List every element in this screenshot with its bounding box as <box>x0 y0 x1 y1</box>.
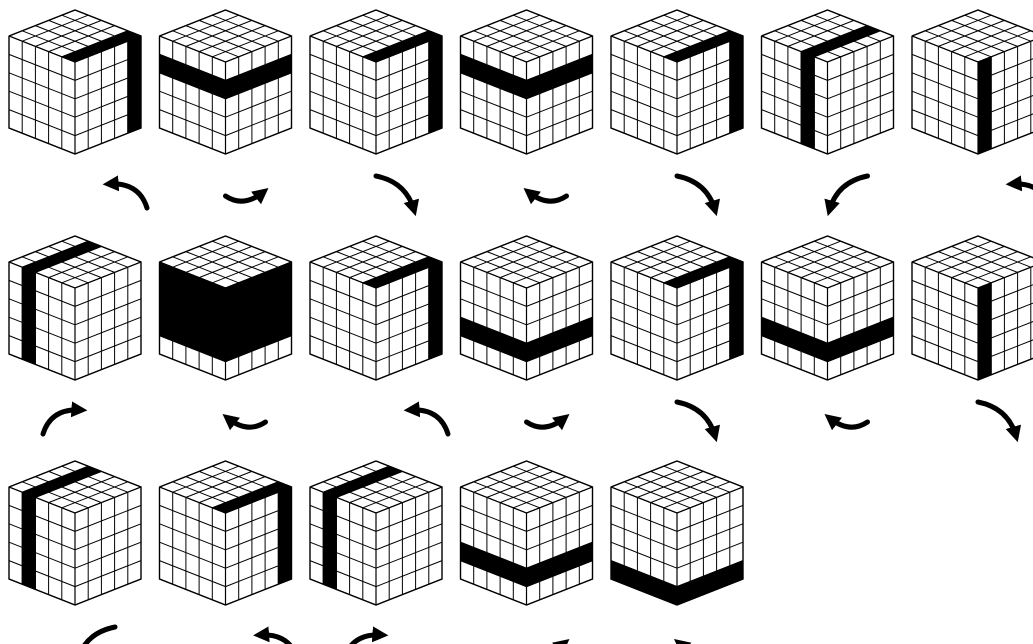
cube-step <box>762 236 894 427</box>
rotation-arrow-icon <box>529 192 567 201</box>
cube-step <box>461 236 593 427</box>
rotation-arrow-icon <box>527 418 565 427</box>
rotation-arrow-icon <box>830 176 868 210</box>
cube-step <box>310 10 442 210</box>
rotation-arrow-icon <box>228 418 266 427</box>
rotation-arrow-icon <box>43 410 81 434</box>
cube-step <box>461 10 593 201</box>
dark-band <box>801 52 814 149</box>
cube-step <box>461 461 593 644</box>
rotation-arrow-icon <box>260 635 298 644</box>
dark-band <box>978 283 991 380</box>
rotation-arrow-icon <box>830 418 868 427</box>
cube-step <box>160 461 298 644</box>
rotation-arrow-icon <box>376 176 414 210</box>
dark-band <box>978 57 991 154</box>
dark-band <box>22 492 35 589</box>
dark-band <box>730 36 743 133</box>
cube-step <box>9 461 141 644</box>
dark-band <box>278 487 291 584</box>
cube-step <box>611 461 743 644</box>
cube-step <box>9 236 141 434</box>
rotation-arrow-icon <box>978 402 1016 436</box>
dark-band <box>22 267 35 364</box>
cube-step <box>912 236 1033 436</box>
cube-step <box>160 236 292 427</box>
rotation-arrow-icon <box>109 184 147 208</box>
cube-step <box>160 10 292 201</box>
dark-band <box>429 262 442 359</box>
cube-step <box>310 236 448 434</box>
dark-band <box>429 36 442 133</box>
rotation-arrow-icon <box>344 635 382 644</box>
cube-step <box>762 10 894 210</box>
cube-step <box>9 10 147 208</box>
cube-step <box>611 10 743 210</box>
rotation-arrow-icon <box>410 410 448 434</box>
cube-step <box>310 461 442 644</box>
rotation-arrow-icon <box>1012 184 1033 208</box>
dark-band <box>730 262 743 359</box>
rotation-arrow-icon <box>226 192 264 201</box>
cube-step <box>611 236 743 436</box>
dark-band <box>323 492 336 589</box>
cube-step <box>912 10 1033 208</box>
rotation-arrow-icon <box>77 627 115 644</box>
rotation-arrow-icon <box>677 176 715 210</box>
rotation-arrow-icon <box>677 402 715 436</box>
dark-band <box>128 36 141 133</box>
